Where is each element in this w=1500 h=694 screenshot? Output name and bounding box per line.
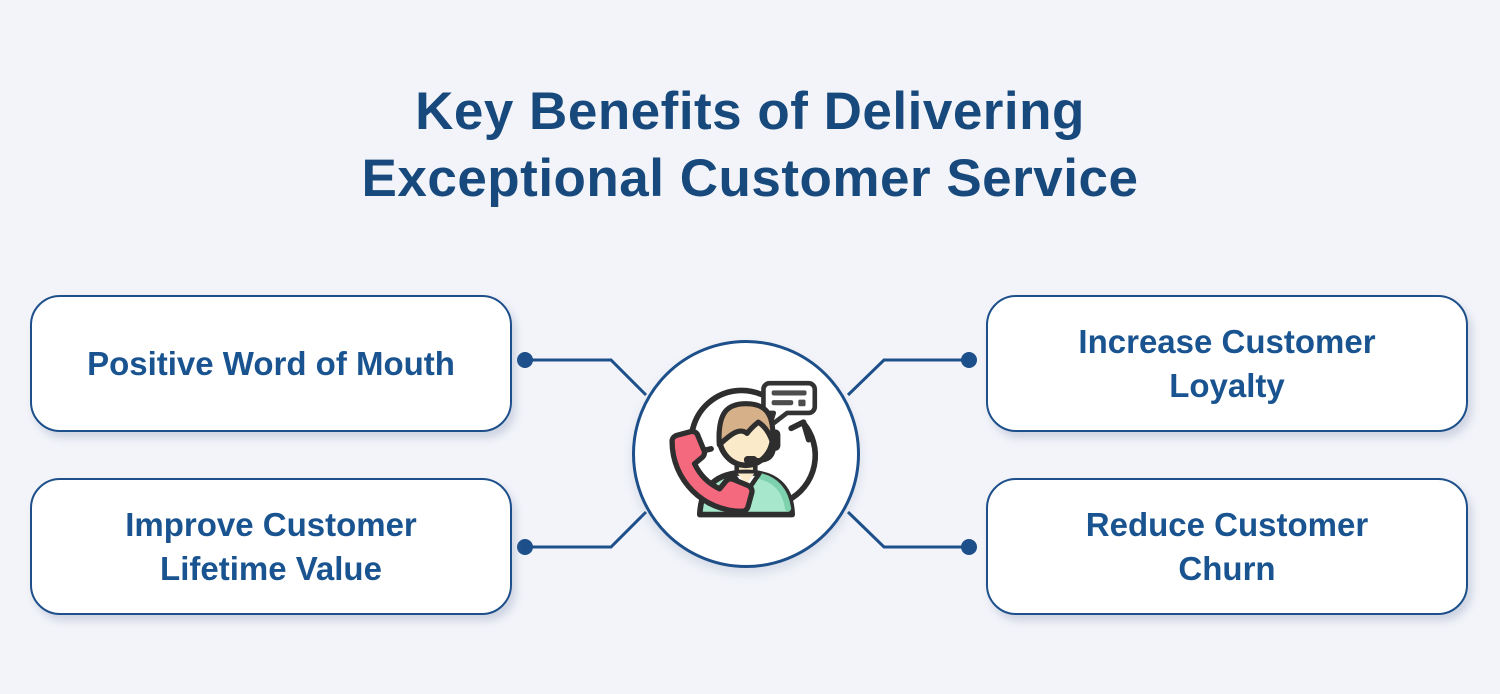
benefit-card-improve-customer-lifetime-value: Improve Customer Lifetime Value: [30, 478, 512, 615]
benefit-label: Improve Customer Lifetime Value: [125, 505, 417, 587]
page-title-line-2: Exceptional Customer Service: [361, 149, 1139, 208]
benefit-label: Increase Customer Loyalty: [1078, 322, 1376, 404]
center-circle: [632, 340, 860, 568]
phone-handset-icon: [669, 428, 755, 514]
page-title-line-1: Key Benefits of Delivering: [415, 82, 1085, 141]
benefit-card-positive-word-of-mouth: Positive Word of Mouth: [30, 295, 512, 432]
speech-bubble-icon: [761, 380, 818, 429]
page-title: Key Benefits of Delivering Exceptional C…: [0, 78, 1500, 212]
benefit-card-reduce-customer-churn: Reduce Customer Churn: [986, 478, 1468, 615]
connector-dot-top-left: [517, 352, 533, 368]
benefit-label: Positive Word of Mouth: [87, 344, 455, 382]
connector-dot-bottom-right: [961, 539, 977, 555]
connector-dot-bottom-left: [517, 539, 533, 555]
customer-service-agent-icon: [669, 380, 819, 518]
connector-bottom-left: [525, 510, 648, 549]
connector-bottom-right: [846, 510, 969, 549]
benefit-label: Reduce Customer Churn: [1085, 505, 1369, 587]
connector-top-left: [525, 358, 648, 397]
connector-top-right: [846, 358, 969, 397]
connector-dot-top-right: [961, 352, 977, 368]
benefit-card-increase-customer-loyalty: Increase Customer Loyalty: [986, 295, 1468, 432]
